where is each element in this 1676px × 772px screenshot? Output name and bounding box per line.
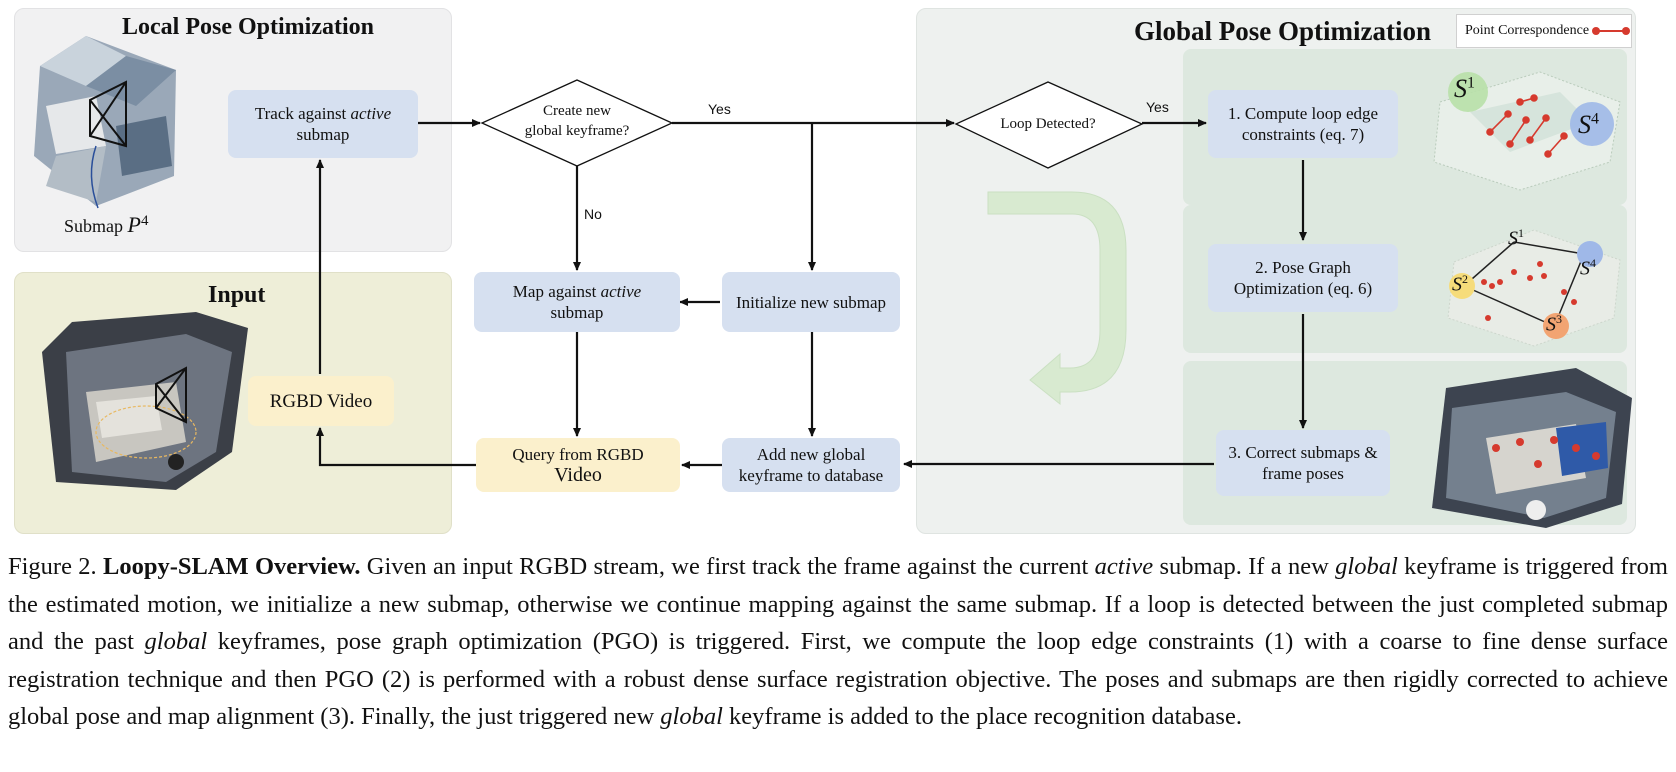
g4-sup: 4 — [1590, 256, 1596, 270]
pgo-line1: 2. Pose Graph — [1255, 258, 1351, 277]
yes-label-2: Yes — [1146, 99, 1169, 115]
create-keyframe-line1: Create new — [543, 103, 611, 119]
pose-graph-thumbnail — [1447, 229, 1621, 347]
g4-symbol: S — [1580, 257, 1590, 280]
rgbd-video-node: RGBD Video — [248, 376, 394, 426]
loop-detected-text: Loop Detected? — [1000, 116, 1096, 132]
create-keyframe-line2: global keyframe? — [524, 123, 630, 139]
initialize-submap-node: Initialize new submap — [722, 272, 900, 332]
correct-line2: frame poses — [1262, 464, 1344, 483]
g3-label: S3 — [1546, 312, 1562, 337]
add-keyframe-node: Add new global keyframe to database — [722, 438, 900, 492]
pgo-node: 2. Pose Graph Optimization (eq. 6) — [1208, 244, 1398, 312]
correct-line1: 3. Correct submaps & — [1228, 443, 1378, 462]
g1-sup: 1 — [1518, 226, 1524, 240]
figure-caption: Figure 2. Loopy-SLAM Overview. Given an … — [8, 548, 1668, 736]
submap-label-text: Submap — [64, 216, 124, 236]
loop-direction-icon — [987, 191, 1127, 406]
g1-label: S1 — [1508, 226, 1524, 251]
submap-label: Submap P4 — [64, 212, 148, 238]
caption-title: Loopy-SLAM Overview. — [103, 553, 361, 580]
s1-symbol: S — [1454, 74, 1467, 103]
rgbd-video-text: RGBD Video — [269, 390, 373, 412]
input-title: Input — [208, 282, 266, 308]
caption-emph-1: active — [1094, 553, 1154, 580]
g2-symbol: S — [1452, 273, 1462, 296]
legend: Point Correspondence — [1456, 14, 1632, 48]
caption-emph-2: global — [1335, 553, 1398, 580]
s4-symbol: S — [1578, 110, 1591, 139]
caption-part-2: submap. If a new — [1159, 553, 1329, 580]
query-line2: Video — [554, 464, 602, 486]
s1-sup: 1 — [1467, 74, 1475, 92]
track-line2: submap — [296, 125, 350, 144]
create-keyframe-diamond — [480, 79, 674, 167]
track-emph: active — [350, 104, 392, 123]
g1-symbol: S — [1508, 227, 1518, 250]
caption-emph-3: global — [144, 628, 208, 655]
g3-symbol: S — [1546, 313, 1556, 336]
compute-loop-line2: constraints (eq. 7) — [1241, 125, 1365, 144]
compute-loop-line1: 1. Compute loop edge — [1227, 104, 1379, 123]
submap-superscript: 4 — [140, 213, 149, 229]
global-pose-title: Global Pose Optimization — [1134, 16, 1431, 46]
caption-part-5: keyframe is added to the place recogniti… — [729, 703, 1242, 730]
local-pose-title: Local Pose Optimization — [122, 14, 374, 40]
create-keyframe-label: Create new global keyframe? — [502, 101, 652, 141]
yes-label-1: Yes — [708, 101, 731, 117]
caption-part-1: Given an input RGBD stream, we first tra… — [366, 553, 1089, 580]
caption-part-4: keyframes, pose graph optimization (PGO)… — [8, 628, 1668, 730]
map-against-line2: submap — [550, 303, 604, 322]
map-against-node: Map against active submap — [474, 272, 680, 332]
s4-sup: 4 — [1591, 110, 1599, 128]
query-line1: Query from RGBD — [512, 445, 644, 464]
loop-detected-diamond — [954, 81, 1144, 169]
correct-submaps-node: 3. Correct submaps & frame poses — [1216, 430, 1390, 496]
correspondence-line-icon — [1592, 27, 1631, 35]
local-scene-thumbnail — [34, 36, 176, 209]
caption-part-3: keyframe is triggered from the estimated… — [8, 553, 1668, 655]
add-keyframe-line2: keyframe to database — [738, 466, 884, 485]
map-against-line1: Map against — [512, 282, 597, 301]
caption-fig-number: Figure 2. — [8, 553, 97, 580]
no-label: No — [584, 206, 602, 222]
g3-sup: 3 — [1556, 312, 1562, 326]
s1-label: S1 — [1454, 74, 1475, 104]
g4-label: S4 — [1580, 256, 1596, 281]
initialize-submap-text: Initialize new submap — [735, 292, 887, 312]
loop-detected-label: Loop Detected? — [978, 114, 1118, 134]
map-against-emph: active — [600, 282, 642, 301]
legend-label: Point Correspondence — [1465, 23, 1590, 38]
caption-emph-4: global — [660, 703, 723, 730]
query-rgbd-node: Query from RGBD Video — [476, 438, 680, 492]
loop-pointcloud-thumbnail — [1433, 71, 1621, 191]
track-line1: Track against — [254, 104, 347, 123]
g2-label: S2 — [1452, 272, 1468, 297]
pgo-line2: Optimization (eq. 6) — [1233, 279, 1373, 298]
add-keyframe-line1: Add new global — [756, 445, 866, 464]
input-scene-thumbnail — [42, 312, 248, 490]
submap-symbol: P — [127, 212, 141, 237]
track-submap-node: Track against active submap — [228, 90, 418, 158]
s4-label: S4 — [1578, 110, 1599, 140]
g2-sup: 2 — [1462, 272, 1468, 286]
corrected-map-thumbnail — [1432, 368, 1632, 528]
compute-loop-node: 1. Compute loop edge constraints (eq. 7) — [1208, 90, 1398, 158]
